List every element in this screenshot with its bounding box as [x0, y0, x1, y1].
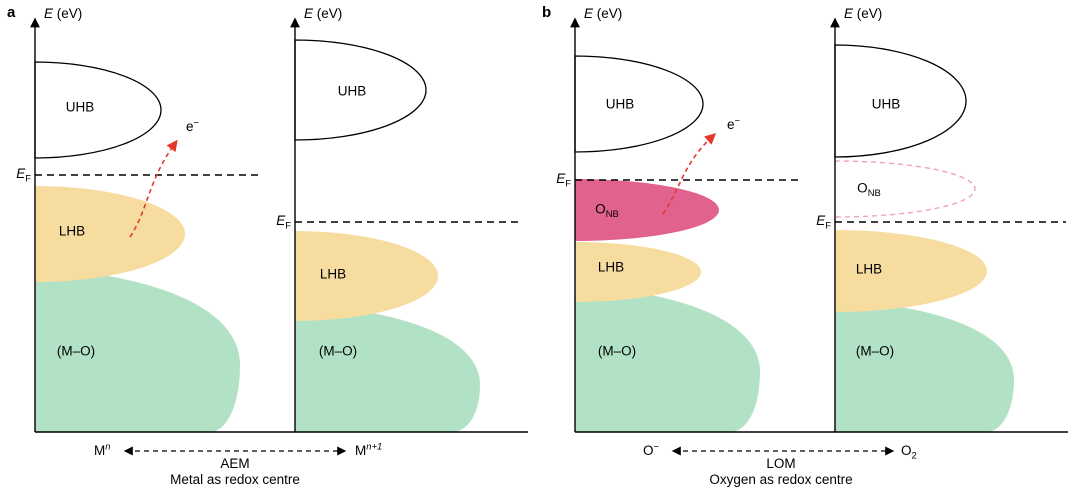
- uhb-label: UHB: [605, 96, 635, 112]
- energy-axis-label: E (eV): [844, 6, 883, 21]
- a-left-uhb-band: [34, 61, 162, 159]
- b-left-electron-arrow: [662, 133, 717, 215]
- fermi-label: EF: [16, 166, 31, 185]
- b-left-uhb-band: [574, 55, 704, 153]
- mo-label: (M–O): [597, 343, 637, 359]
- a-left-lhb-band: [35, 186, 185, 282]
- b-left-onb-band: [575, 179, 719, 241]
- a-right-uhb-band: [294, 39, 427, 141]
- a-left-mo-band: [35, 268, 240, 432]
- onb-label: ONB: [857, 180, 881, 199]
- b-right-onb-band-outline: [834, 160, 976, 218]
- fermi-label: EF: [556, 171, 571, 190]
- panel-b-tag: b: [542, 4, 552, 21]
- energy-axis-label: E (eV): [44, 6, 83, 21]
- a-right-mo-band: [295, 304, 480, 432]
- panel-b-caption: Oxygen as redox centre: [709, 472, 853, 487]
- panel-a-tag: a: [7, 4, 16, 21]
- uhb-label: UHB: [337, 83, 367, 99]
- electron-label: e−: [186, 117, 200, 134]
- species-label-o2: O2: [901, 443, 917, 462]
- fermi-label: EF: [276, 213, 291, 232]
- mechanism-label-aem: AEM: [220, 456, 250, 471]
- uhb-label: UHB: [871, 96, 901, 112]
- electron-label: e−: [727, 115, 741, 132]
- energy-axis-label: E (eV): [584, 6, 623, 21]
- uhb-label: UHB: [65, 99, 95, 115]
- fermi-label: EF: [816, 213, 831, 232]
- lhb-label: LHB: [855, 261, 883, 277]
- lhb-label: LHB: [58, 223, 86, 239]
- b-right-uhb-band: [834, 44, 967, 158]
- mo-label: (M–O): [318, 343, 358, 359]
- b-right-mo-band: [835, 300, 1014, 432]
- species-label-o-minus: O−: [643, 441, 660, 458]
- b-left-lhb-band: [575, 242, 701, 302]
- species-label-mn-plus-1: Mn+1: [355, 441, 383, 458]
- mo-label: (M–O): [56, 343, 96, 359]
- b-left-mo-band: [575, 286, 760, 432]
- energy-axis-label: E (eV): [304, 6, 343, 21]
- mechanism-label-lom: LOM: [766, 456, 796, 471]
- onb-label: ONB: [595, 201, 619, 220]
- b-right-lhb-band: [835, 230, 987, 312]
- a-right-lhb-band: [295, 231, 438, 321]
- lhb-label: LHB: [319, 266, 347, 282]
- mo-label: (M–O): [855, 343, 895, 359]
- lhb-label: LHB: [597, 259, 625, 275]
- species-label-mn: Mn: [94, 441, 111, 458]
- a-left-electron-arrow: [129, 139, 178, 238]
- panel-a-caption: Metal as redox centre: [170, 472, 300, 487]
